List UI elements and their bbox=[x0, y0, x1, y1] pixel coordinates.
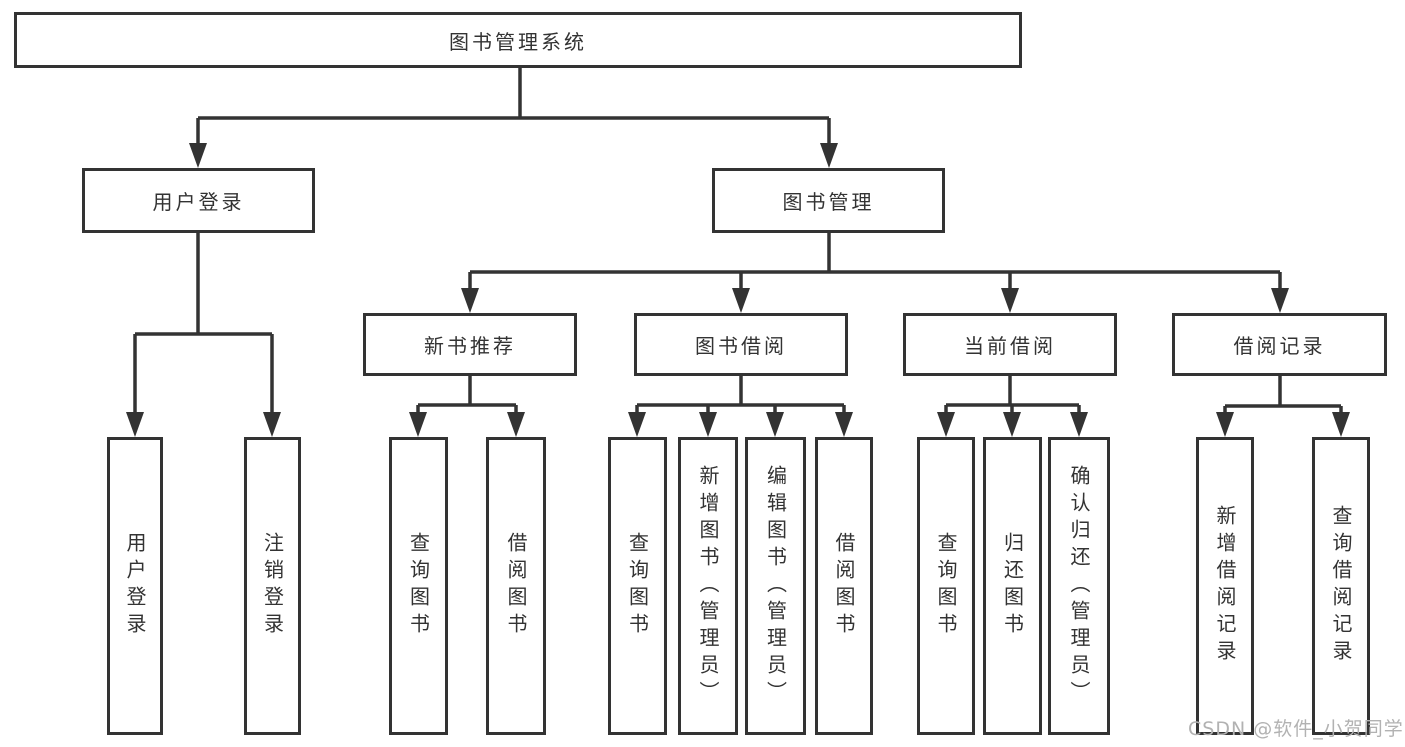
leaf-query-books-borrow-label: 查询图书 bbox=[625, 532, 650, 640]
leaf-query-borrow-record-label: 查询借阅记录 bbox=[1329, 505, 1353, 667]
leaf-return-books-label: 归还图书 bbox=[1000, 532, 1025, 640]
leaf-logout: 注销登录 bbox=[244, 437, 301, 735]
leaf-query-books-borrow: 查询图书 bbox=[608, 437, 667, 735]
leaf-query-books-recommend-label: 查询图书 bbox=[406, 532, 431, 640]
connector-new-book-rec-to-leaves bbox=[409, 376, 525, 437]
node-book-management: 图书管理 bbox=[712, 168, 945, 233]
watermark: CSDN @软件_小贺同学 bbox=[1188, 718, 1404, 740]
connector-user-login-to-leaves bbox=[126, 233, 281, 437]
leaf-edit-books-admin: 编辑图书（管理员） bbox=[745, 437, 806, 735]
connector-current-borrow-to-leaves bbox=[937, 376, 1088, 437]
leaf-borrow-books-recommend: 借阅图书 bbox=[486, 437, 546, 735]
leaf-query-borrow-record: 查询借阅记录 bbox=[1312, 437, 1370, 735]
node-new-book-recommend: 新书推荐 bbox=[363, 313, 577, 376]
node-book-borrow: 图书借阅 bbox=[634, 313, 848, 376]
leaf-add-borrow-record: 新增借阅记录 bbox=[1196, 437, 1254, 735]
leaf-confirm-return-admin: 确认归还（管理员） bbox=[1048, 437, 1110, 735]
node-root-label: 图书管理系统 bbox=[449, 29, 587, 54]
leaf-query-books-current-label: 查询图书 bbox=[934, 532, 958, 640]
node-user-login-label: 用户登录 bbox=[152, 190, 245, 214]
leaf-borrow-books-recommend-label: 借阅图书 bbox=[504, 532, 528, 640]
leaf-add-borrow-record-label: 新增借阅记录 bbox=[1213, 505, 1237, 667]
node-book-borrow-label: 图书借阅 bbox=[695, 334, 787, 358]
leaf-user-login: 用户登录 bbox=[107, 437, 163, 735]
node-book-management-label: 图书管理 bbox=[782, 190, 875, 214]
leaf-user-login-label: 用户登录 bbox=[123, 532, 147, 640]
node-borrow-records-label: 借阅记录 bbox=[1233, 334, 1326, 358]
leaf-add-books-admin: 新增图书（管理员） bbox=[678, 437, 738, 735]
leaf-edit-books-admin-label: 编辑图书（管理员） bbox=[763, 464, 788, 708]
node-root: 图书管理系统 bbox=[14, 12, 1022, 68]
node-current-borrow-label: 当前借阅 bbox=[964, 334, 1056, 358]
leaf-borrow-books: 借阅图书 bbox=[815, 437, 873, 735]
leaf-borrow-books-label: 借阅图书 bbox=[832, 532, 856, 640]
leaf-logout-label: 注销登录 bbox=[260, 532, 285, 640]
leaf-add-books-admin-label: 新增图书（管理员） bbox=[696, 464, 720, 708]
leaf-query-books-recommend: 查询图书 bbox=[389, 437, 448, 735]
connector-book-mgmt-to-level2 bbox=[461, 233, 1289, 313]
connector-borrow-records-to-leaves bbox=[1216, 376, 1350, 437]
connector-book-borrow-to-leaves bbox=[628, 376, 853, 437]
leaf-return-books: 归还图书 bbox=[983, 437, 1042, 735]
node-current-borrow: 当前借阅 bbox=[903, 313, 1117, 376]
connector-root-to-level1 bbox=[189, 68, 838, 168]
leaf-query-books-current: 查询图书 bbox=[917, 437, 975, 735]
leaf-confirm-return-admin-label: 确认归还（管理员） bbox=[1067, 464, 1091, 708]
node-new-book-recommend-label: 新书推荐 bbox=[424, 334, 516, 358]
node-borrow-records: 借阅记录 bbox=[1172, 313, 1387, 376]
node-user-login: 用户登录 bbox=[82, 168, 315, 233]
